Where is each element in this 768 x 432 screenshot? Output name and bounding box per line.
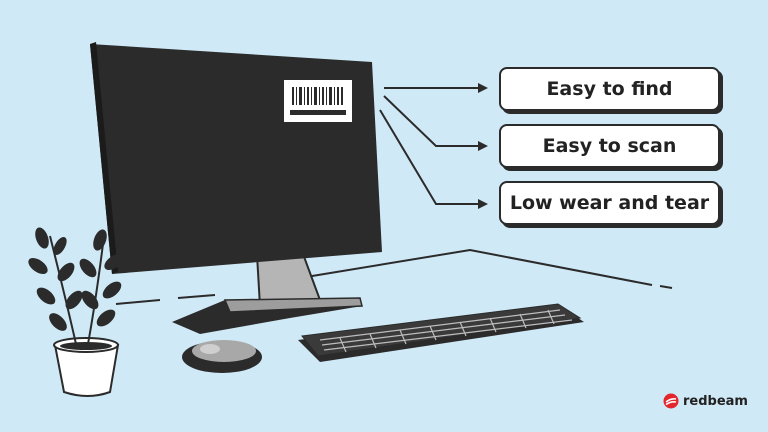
desk-edge-lines: [115, 248, 673, 305]
keyboard: [298, 303, 584, 362]
arrow-heads: [478, 83, 488, 209]
brand-logo: redbeam: [663, 393, 748, 409]
monitor: [90, 42, 382, 274]
connector-arrows: [379, 87, 480, 205]
callout-label: Low wear and tear: [509, 192, 710, 214]
callout-low-wear-and-tear: Low wear and tear: [499, 181, 720, 225]
callout-label: Easy to find: [546, 78, 673, 100]
mouse: [182, 340, 262, 373]
brand-name: redbeam: [683, 393, 748, 409]
plant: [28, 227, 124, 397]
redbeam-logo-icon: [663, 393, 679, 409]
callout-easy-to-scan: Easy to scan: [499, 124, 720, 168]
callout-label: Easy to scan: [542, 135, 677, 157]
barcode-label: [284, 80, 352, 122]
callout-easy-to-find: Easy to find: [499, 67, 720, 111]
